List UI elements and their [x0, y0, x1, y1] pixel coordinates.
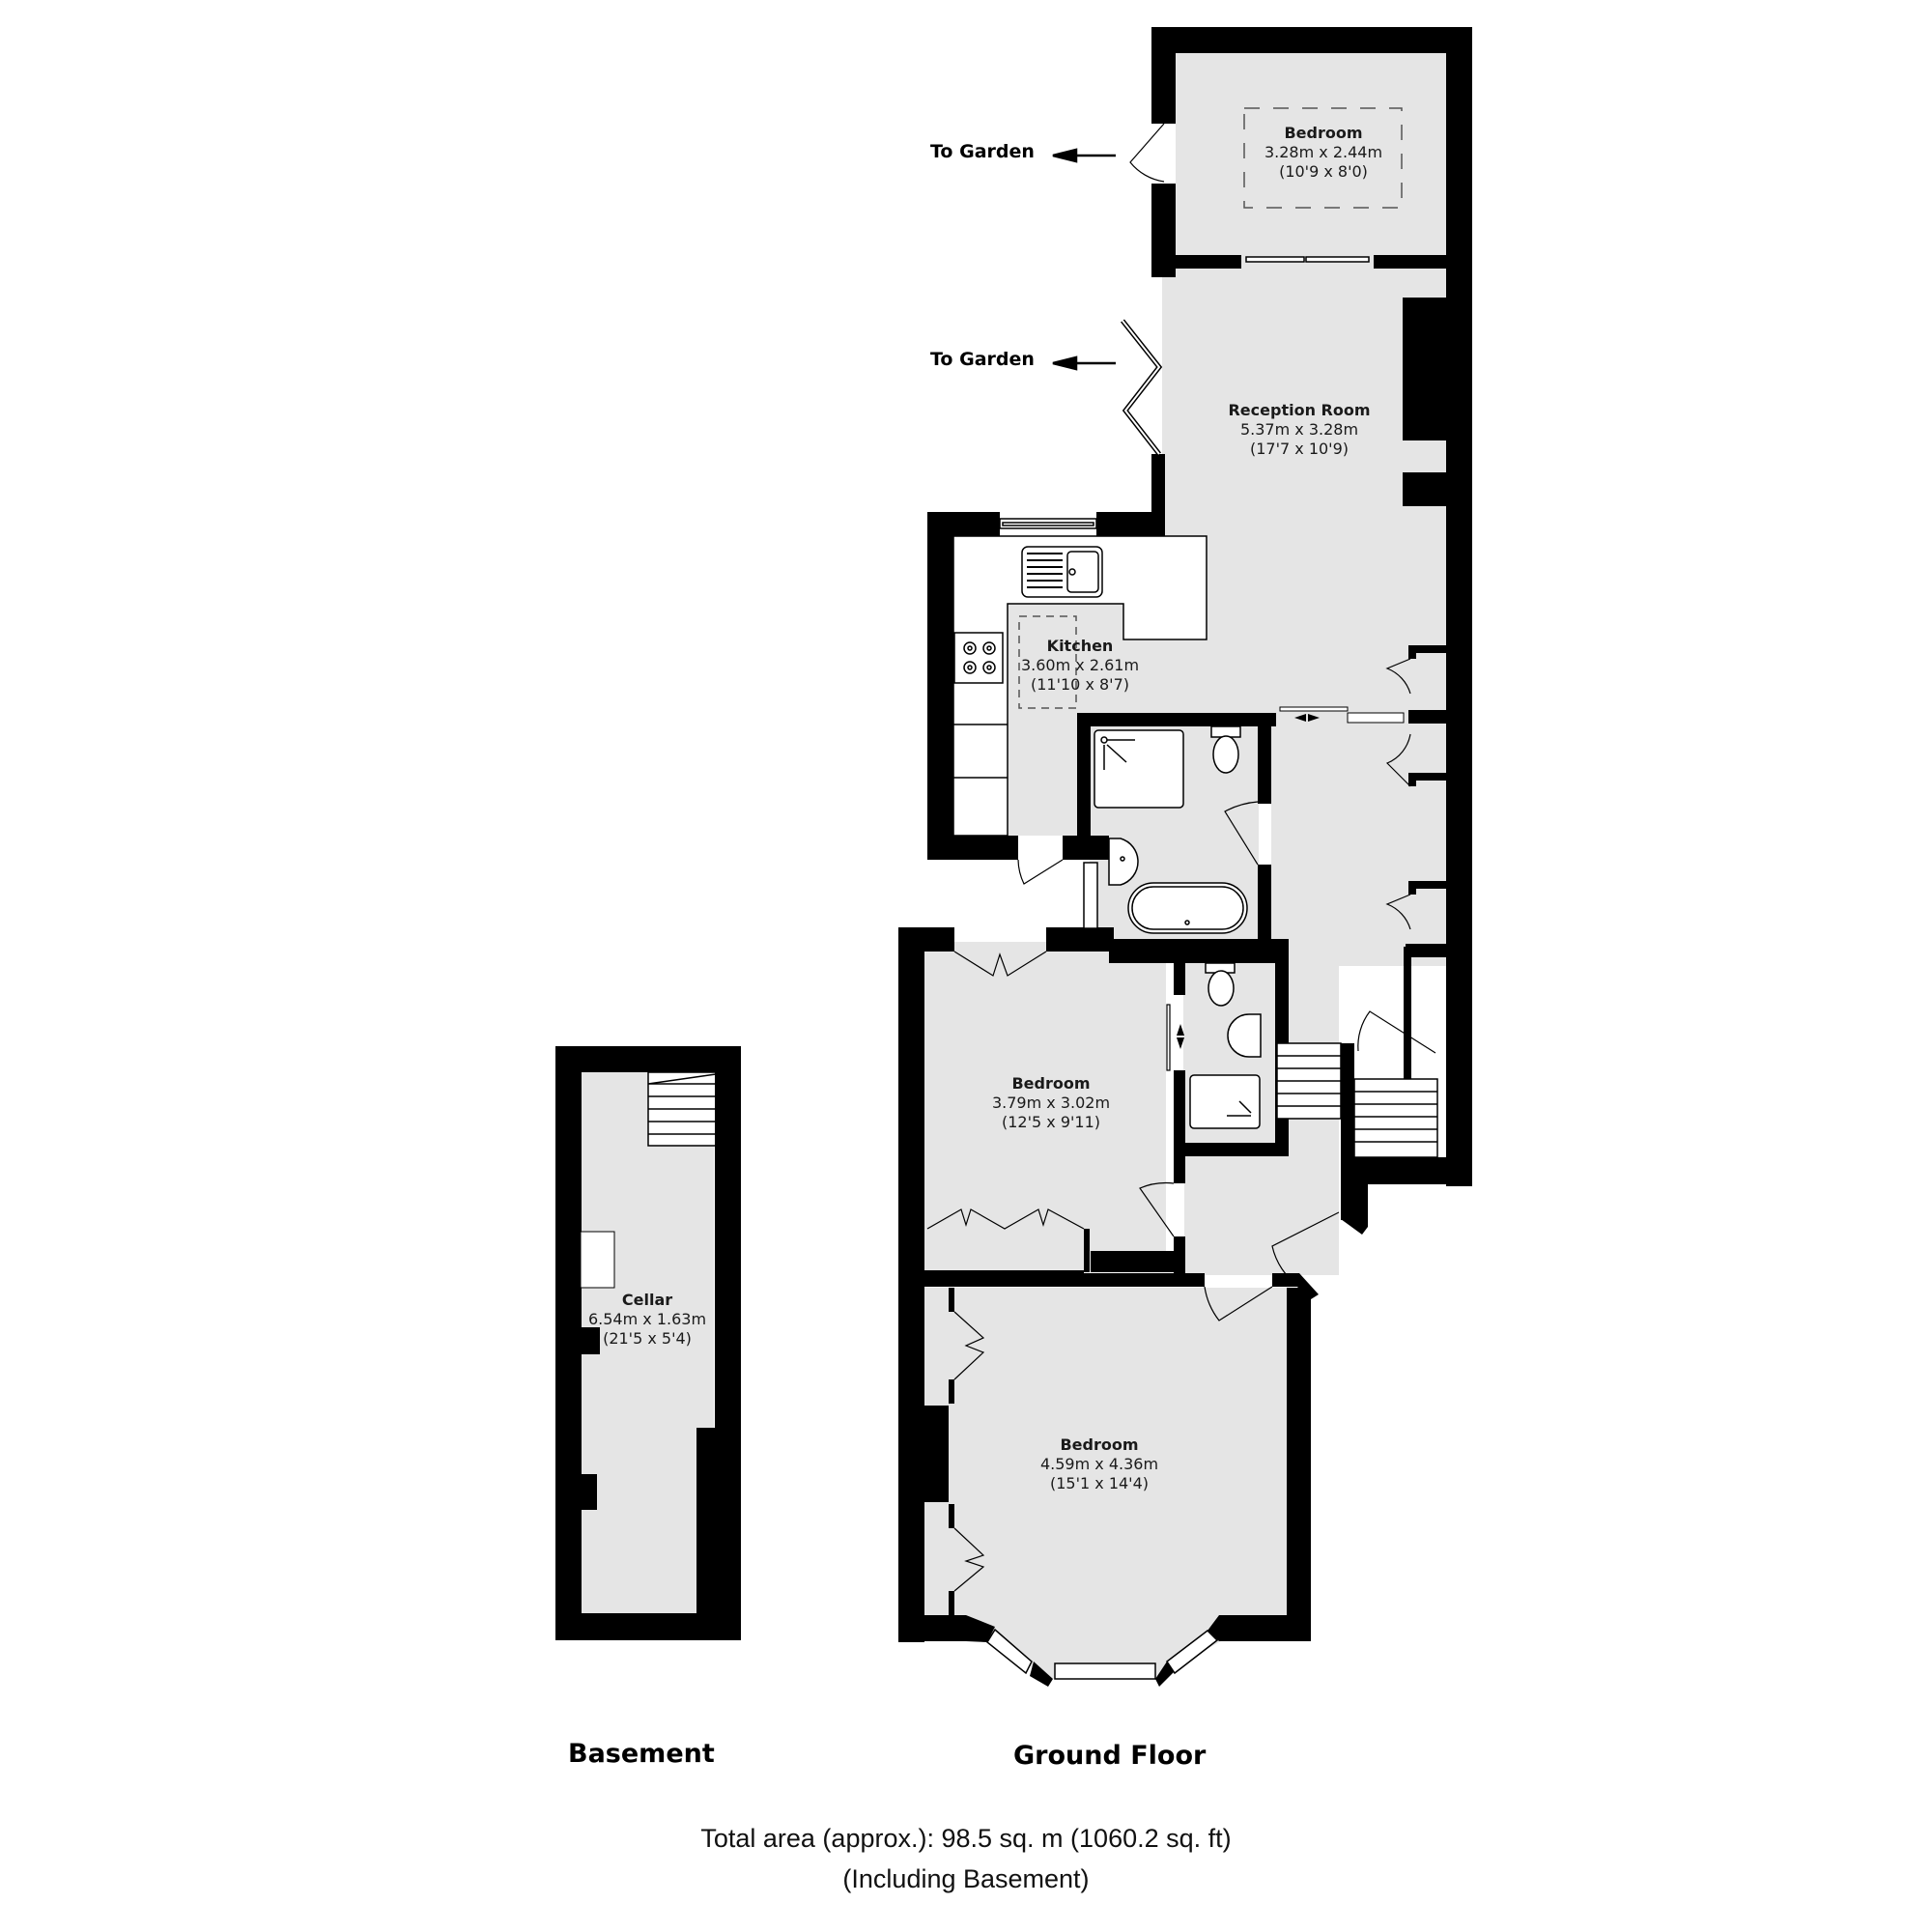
stairs — [647, 1042, 1438, 1158]
room-label-bedroom-front: Bedroom 4.59m x 4.36m (15'1 x 14'4) — [1040, 1435, 1158, 1493]
room-metric: 4.59m x 4.36m — [1039, 1455, 1159, 1473]
room-label-bedroom-rear: Bedroom 3.28m x 2.44m (10'9 x 8'0) — [1264, 124, 1382, 182]
skylight-outline — [1243, 107, 1403, 209]
room-imperial: (10'9 x 8'0) — [1279, 162, 1368, 181]
door-swings — [926, 123, 1436, 1592]
room-imperial: (12'5 x 9'11) — [1002, 1113, 1100, 1131]
room-metric: 3.28m x 2.44m — [1264, 143, 1383, 161]
room-imperial: (15'1 x 14'4) — [1050, 1474, 1149, 1492]
room-imperial: (21'5 x 5'4) — [603, 1329, 692, 1348]
floor-title-basement: Basement — [568, 1739, 715, 1769]
room-label-cellar: Cellar 6.54m x 1.63m (21'5 x 5'4) — [588, 1291, 706, 1349]
room-metric: 3.79m x 3.02m — [991, 1094, 1111, 1112]
bathroom-fixtures — [1094, 725, 1248, 934]
room-metric: 3.60m x 2.61m — [1020, 656, 1140, 674]
room-label-bedroom-middle: Bedroom 3.79m x 3.02m (12'5 x 9'11) — [992, 1074, 1110, 1132]
kitchen-fixtures — [952, 535, 1208, 837]
garden-arrows — [1052, 148, 1116, 371]
floor-title-ground: Ground Floor — [1013, 1741, 1207, 1771]
windows — [986, 256, 1370, 1680]
room-imperial: (17'7 x 10'9) — [1250, 440, 1349, 458]
to-garden-label: To Garden — [930, 141, 1035, 162]
cellar-storage — [580, 1231, 615, 1289]
room-imperial: (11'10 x 8'7) — [1031, 675, 1129, 694]
walls — [898, 27, 1472, 1687]
room-label-kitchen: Kitchen 3.60m x 2.61m (11'10 x 8'7) — [1021, 637, 1139, 695]
room-metric: 6.54m x 1.63m — [587, 1310, 707, 1328]
room-metric: 5.37m x 3.28m — [1239, 420, 1359, 439]
sliding-arrows — [1177, 706, 1405, 1049]
room-name: Bedroom — [1284, 124, 1363, 142]
ensuite-fixtures — [1189, 962, 1262, 1129]
room-name: Reception Room — [1228, 401, 1371, 419]
room-label-reception: Reception Room 5.37m x 3.28m (17'7 x 10'… — [1228, 401, 1370, 459]
room-name: Bedroom — [1011, 1074, 1091, 1093]
room-name: Kitchen — [1046, 637, 1114, 655]
total-area: Total area (approx.): 98.5 sq. m (1060.2… — [700, 1824, 1232, 1853]
total-area-note: (Including Basement) — [842, 1864, 1090, 1893]
room-name: Bedroom — [1060, 1435, 1139, 1454]
to-garden-label: To Garden — [930, 349, 1035, 370]
room-name: Cellar — [621, 1291, 673, 1309]
cellar-walls — [555, 1046, 741, 1640]
